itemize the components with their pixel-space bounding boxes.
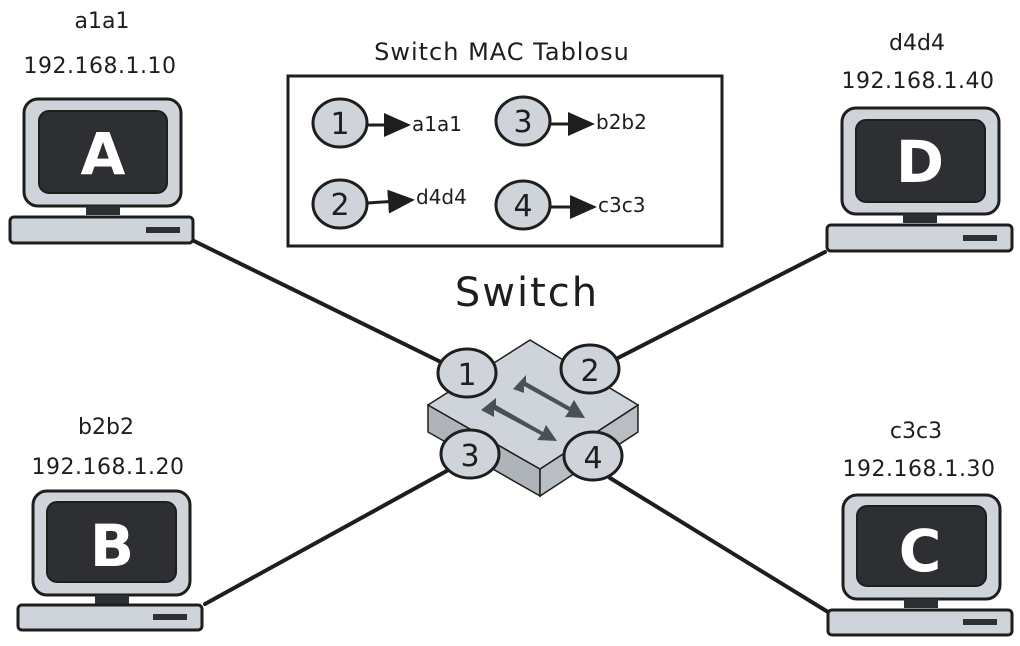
port-badge (311, 178, 369, 230)
computer-icon (825, 106, 1014, 253)
mac-entry: 3 b2b2 (494, 95, 647, 147)
computer-d: d4d4 192.168.1.40 D (825, 31, 1014, 253)
cable-c-port4 (608, 476, 830, 614)
switch-port-3: 3 (439, 428, 501, 480)
port-number: 2 (330, 188, 349, 223)
computer-icon (8, 97, 195, 245)
computer-letter: C (899, 517, 942, 585)
switch-label: Switch (455, 270, 599, 316)
mac-address: d4d4 (416, 185, 467, 209)
port-number: 3 (513, 105, 532, 140)
switch-icon: 1 2 3 4 (426, 339, 640, 498)
mac-label: d4d4 (889, 31, 945, 56)
mac-entry: 1 a1a1 (311, 97, 462, 149)
computer-letter: B (90, 512, 134, 580)
ip-label: 192.168.1.40 (842, 69, 995, 94)
mac-label: c3c3 (890, 419, 942, 444)
port-number: 4 (513, 189, 532, 224)
computer-b: b2b2 192.168.1.20 B (16, 415, 204, 632)
computer-a: a1a1 192.168.1.10 A (8, 9, 195, 245)
computer-icon (16, 489, 204, 632)
mac-entry: 2 d4d4 (311, 178, 467, 230)
port-badge (311, 97, 369, 149)
cable-a-port1 (190, 238, 449, 367)
mac-table: Switch MAC Tablosu 1 a1a1 3 b2b2 2 d4d4 … (286, 38, 724, 248)
switch-port-2: 2 (559, 343, 621, 395)
switch-port-4: 4 (562, 430, 624, 482)
port-badge (494, 95, 552, 147)
switch-arrows-icon (481, 375, 585, 441)
mac-label: a1a1 (75, 9, 130, 34)
switch-port-number: 1 (457, 358, 476, 393)
ip-label: 192.168.1.10 (24, 54, 177, 79)
mac-address: a1a1 (412, 112, 462, 136)
port-badge (494, 179, 552, 231)
mac-address: b2b2 (596, 110, 647, 134)
ip-label: 192.168.1.20 (32, 455, 185, 480)
switch-port-number: 3 (460, 439, 479, 474)
computer-icon (826, 493, 1014, 637)
switch-port-number: 2 (580, 354, 599, 389)
mac-address: c3c3 (598, 193, 645, 217)
mac-table-title: Switch MAC Tablosu (374, 38, 630, 66)
cable-b-port3 (203, 466, 454, 606)
ip-label: 192.168.1.30 (843, 457, 996, 482)
mac-entry: 4 c3c3 (494, 179, 645, 231)
computer-letter: A (81, 120, 126, 188)
mac-label: b2b2 (78, 415, 134, 440)
port-number: 1 (330, 107, 349, 142)
switch-port-number: 4 (583, 441, 602, 476)
connection-lines (190, 238, 830, 614)
computer-letter: D (896, 128, 944, 196)
computer-c: c3c3 192.168.1.30 C (826, 419, 1014, 637)
arrow-icon (367, 189, 415, 214)
cable-d-port2 (608, 250, 827, 364)
switch-port-1: 1 (436, 347, 498, 399)
